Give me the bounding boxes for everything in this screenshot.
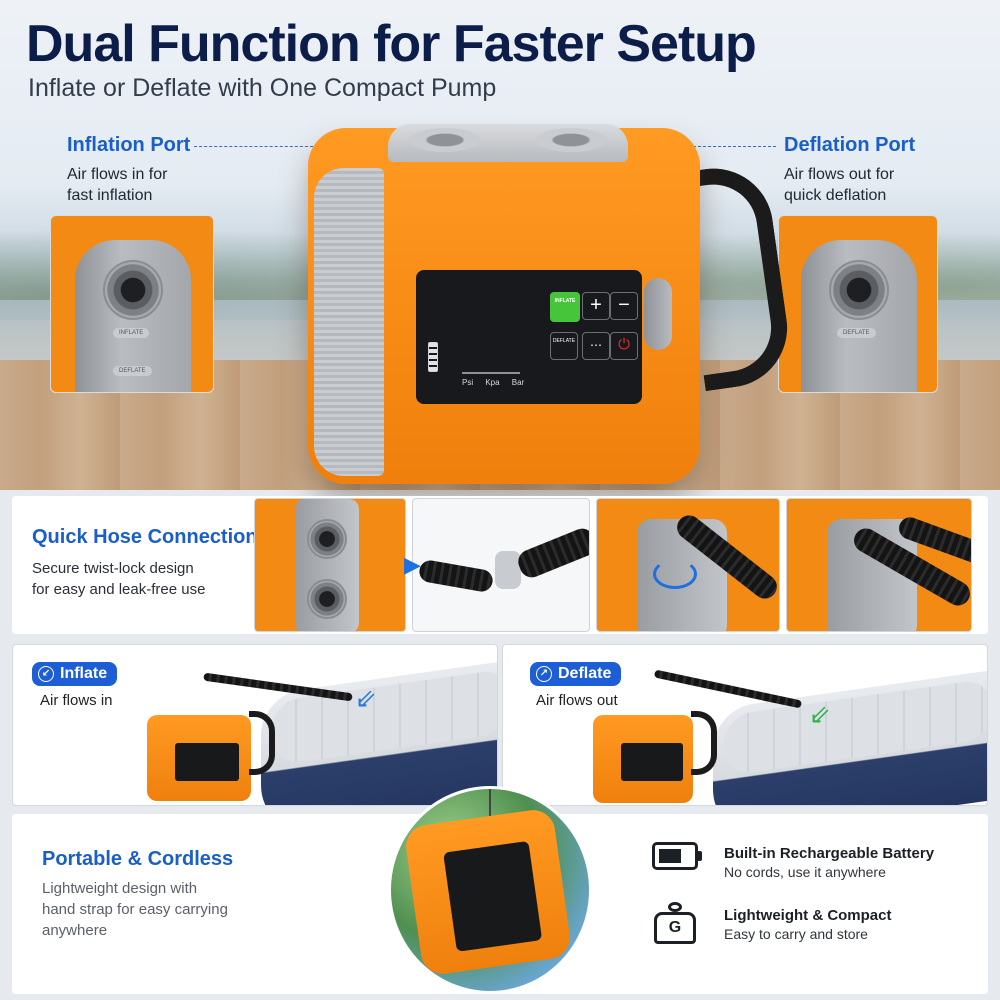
hose-connector xyxy=(495,551,521,589)
deflation-port-title: Deflation Port xyxy=(784,134,916,156)
deflation-port-closeup: DEFLATE xyxy=(778,215,938,393)
battery-fill xyxy=(659,849,681,863)
battery-tip xyxy=(697,851,702,861)
battery-feature-desc: No cords, use it anywhere xyxy=(724,864,886,880)
air-mattress xyxy=(713,668,987,805)
deflate-button-label: DEFLATE xyxy=(552,338,576,344)
hanging-pump xyxy=(403,807,573,977)
battery-level-icon xyxy=(428,342,438,372)
inflate-badge: ↙ Inflate xyxy=(32,662,118,686)
page-title: Dual Function for Faster Setup xyxy=(26,15,757,73)
deflate-mode-button[interactable]: DEFLATE xyxy=(550,332,578,360)
deflation-port-desc: Air flows out for quick deflation xyxy=(784,166,895,204)
hose-end xyxy=(514,525,589,581)
plate-label-deflate: DEFLATE xyxy=(837,328,876,338)
plus-button[interactable]: + xyxy=(582,292,610,320)
usb-port-cover xyxy=(644,278,672,350)
valve-icon xyxy=(307,519,347,559)
weight-handle xyxy=(668,902,682,912)
inflation-valve-icon xyxy=(103,260,163,320)
deflate-hose xyxy=(653,669,803,709)
power-icon: ⏻ xyxy=(618,336,630,353)
pump-top-ports xyxy=(388,124,628,162)
inflate-label: Inflate xyxy=(60,665,108,682)
control-panel: INFLATE + − DEFLATE ⋯ ⏻ Psi Kpa Bar xyxy=(416,270,642,404)
inflate-mode-button[interactable]: INFLATE xyxy=(550,292,580,322)
hose-desc: Secure twist-lock design for easy and le… xyxy=(32,560,206,598)
hose-title: Quick Hose Connection xyxy=(32,526,258,548)
hose-step-1 xyxy=(254,498,406,632)
plate-label-deflate: DEFLATE xyxy=(113,366,152,376)
power-button[interactable]: ⏻ xyxy=(610,332,638,360)
air-mattress xyxy=(261,658,497,805)
air-out-arrow-icon: ⇙ xyxy=(809,699,831,729)
weight-feature-desc: Easy to carry and store xyxy=(724,926,868,942)
hand-strap xyxy=(249,711,275,775)
unit-indicator-line xyxy=(462,372,520,374)
pump-hanging-photo xyxy=(388,786,592,994)
inflation-port-closeup: INFLATE DEFLATE xyxy=(50,215,214,393)
strap-cord xyxy=(489,789,491,819)
chat-dots-icon: ⋯ xyxy=(590,338,602,352)
page-subtitle: Inflate or Deflate with One Compact Pump xyxy=(28,74,497,102)
battery-icon xyxy=(652,842,702,870)
inflate-desc: Air flows in xyxy=(40,692,113,709)
portable-desc: Lightweight design with hand strap for e… xyxy=(42,880,228,939)
air-in-arrow-icon: ⇙ xyxy=(355,683,377,713)
pump-side-grille xyxy=(314,168,384,476)
deflate-badge: ↗ Deflate xyxy=(530,662,622,686)
weight-icon: G xyxy=(652,902,698,946)
minus-button[interactable]: − xyxy=(610,292,638,320)
hose-step-2 xyxy=(412,498,590,632)
deflate-port-hole xyxy=(536,128,606,152)
plate-label-inflate: INFLATE xyxy=(113,328,150,338)
inflation-port-desc: Air flows in for fast inflation xyxy=(67,166,168,204)
hand-strap xyxy=(691,711,717,775)
deflate-arrow-icon: ↗ xyxy=(536,666,552,682)
small-pump xyxy=(147,715,251,801)
hanging-pump-panel xyxy=(443,840,543,952)
hose-step-4 xyxy=(786,498,972,632)
small-pump xyxy=(593,715,693,803)
valve-icon xyxy=(307,579,347,619)
light-button[interactable]: ⋯ xyxy=(582,332,610,360)
twist-arrow-icon xyxy=(653,559,697,589)
inflation-port-title: Inflation Port xyxy=(67,134,191,156)
deflation-valve-icon xyxy=(829,260,889,320)
weight-body: G xyxy=(654,912,696,944)
inflate-arrow-icon: ↙ xyxy=(38,666,54,682)
inflate-port-hole xyxy=(410,128,480,152)
pressure-units: Psi Kpa Bar xyxy=(462,378,525,387)
arrow-right-icon: ▶ xyxy=(404,552,421,577)
small-control-panel xyxy=(621,743,683,781)
inflate-button-label: INFLATE xyxy=(554,298,576,304)
weight-feature-title: Lightweight & Compact xyxy=(724,907,892,924)
deflate-label: Deflate xyxy=(558,665,612,682)
small-control-panel xyxy=(175,743,239,781)
hose-step-3 xyxy=(596,498,780,632)
mattress-surface xyxy=(271,668,497,766)
portable-title: Portable & Cordless xyxy=(42,848,234,870)
battery-feature-title: Built-in Rechargeable Battery xyxy=(724,845,935,862)
hose-end xyxy=(417,558,495,594)
deflate-desc: Air flows out xyxy=(536,692,618,709)
